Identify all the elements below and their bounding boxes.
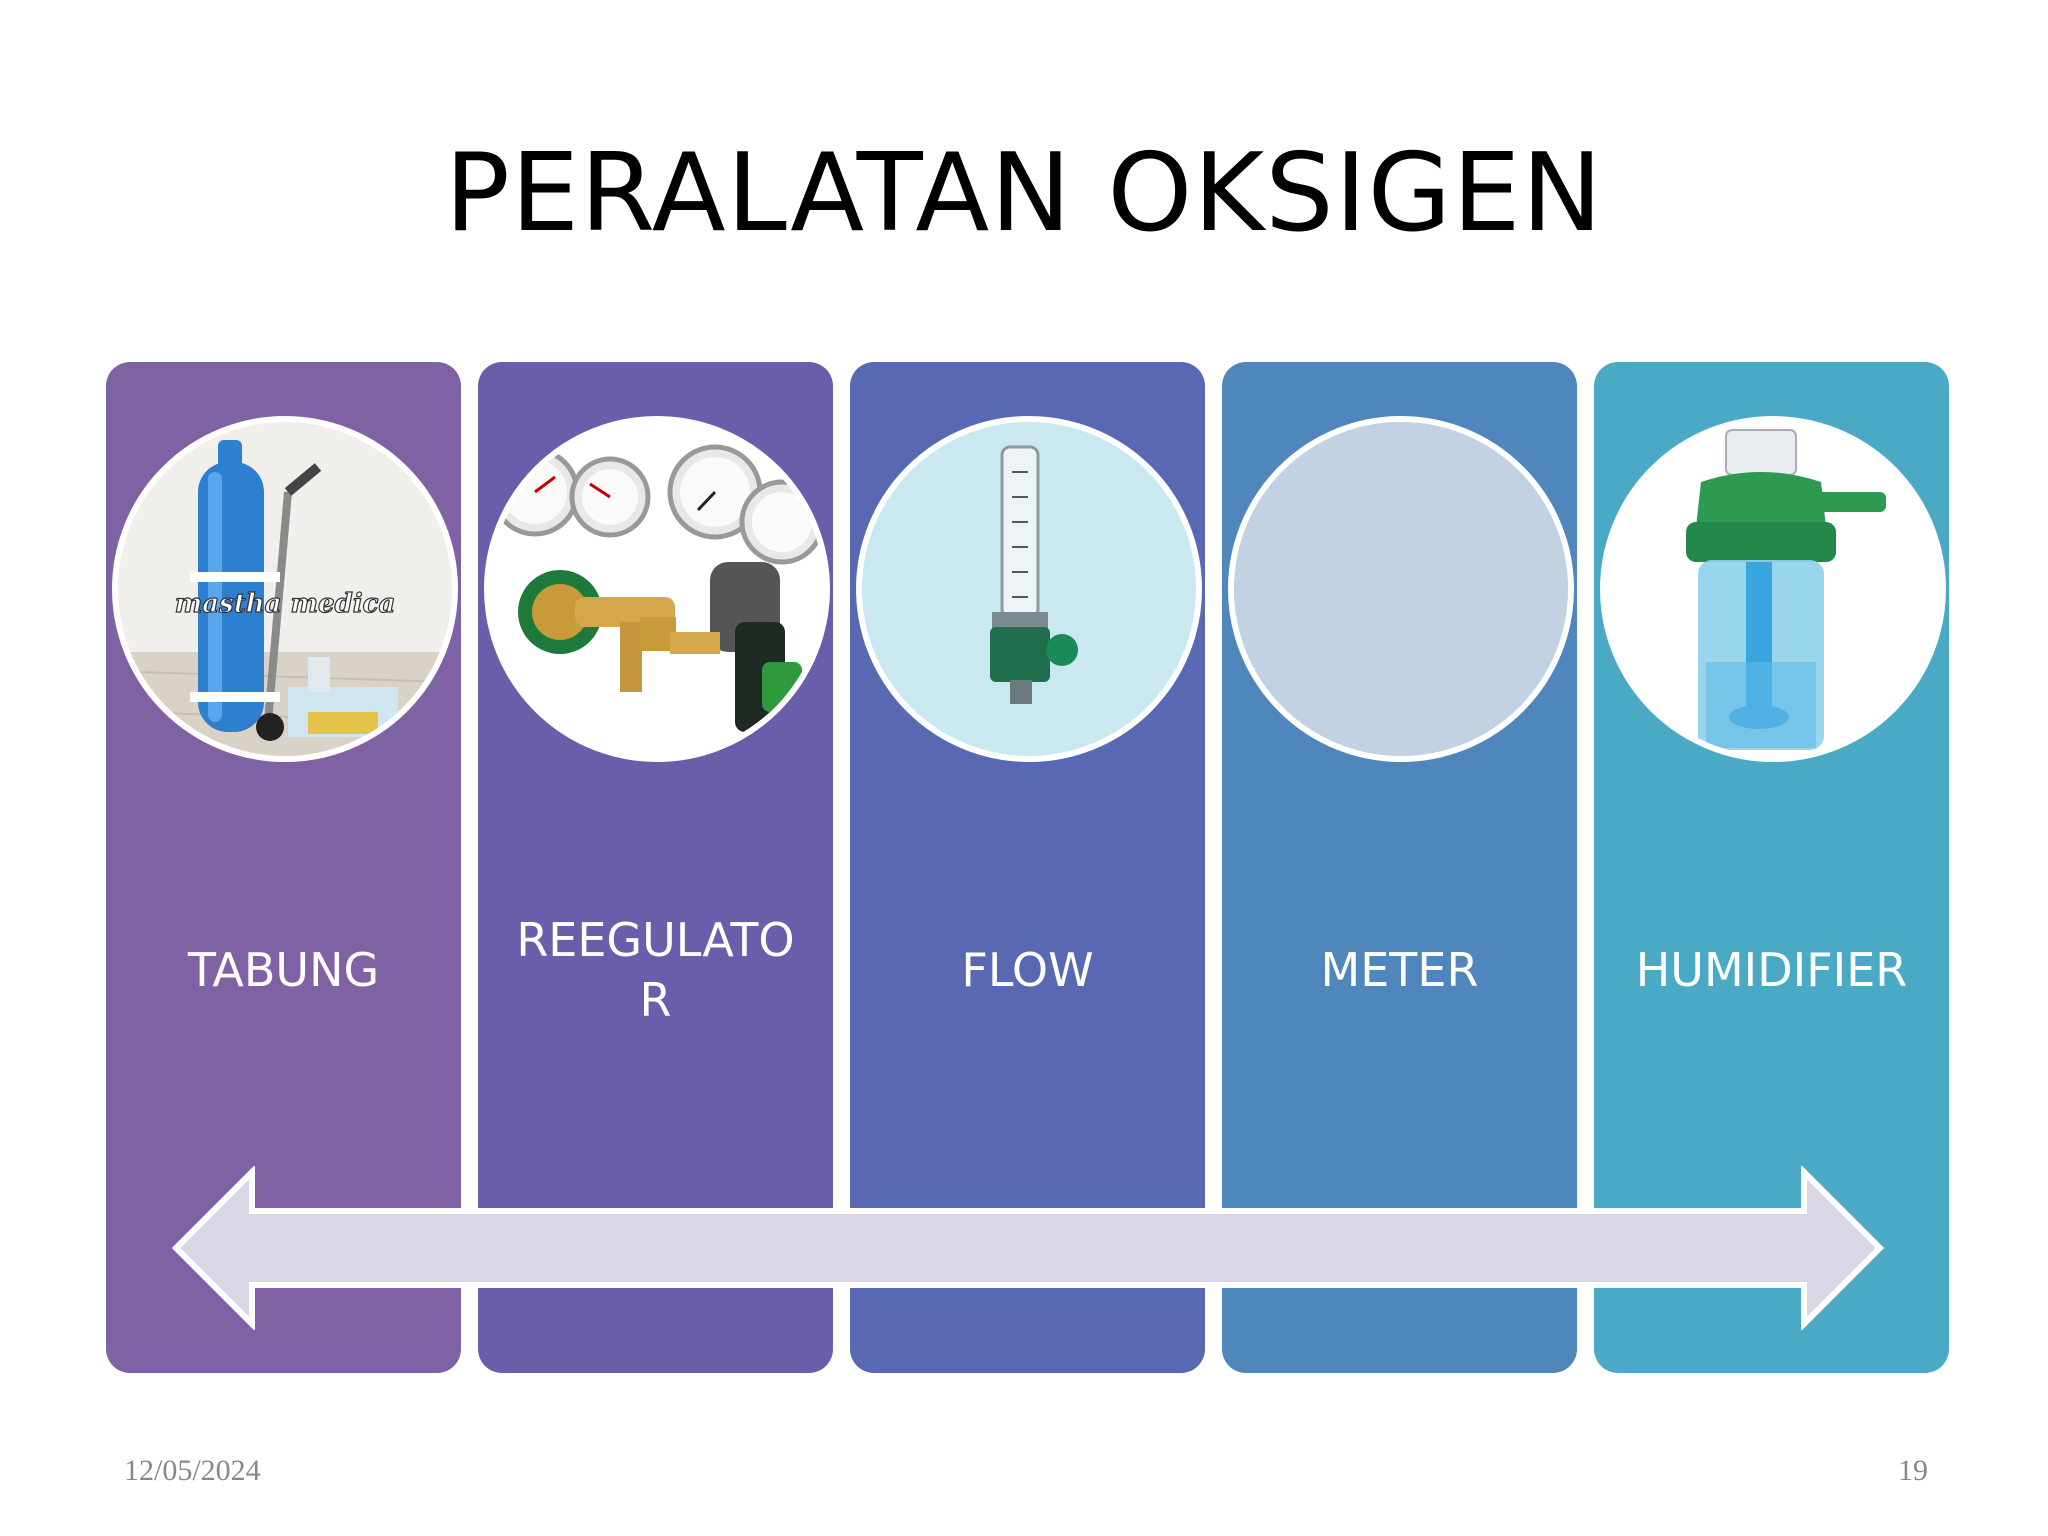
- watermark-text: mastha medica: [175, 589, 396, 619]
- column-label: FLOW: [850, 940, 1205, 1000]
- oxygen-tank-photo: mastha medica: [112, 416, 458, 762]
- column-flow: FLOW: [850, 362, 1205, 1373]
- meter-placeholder-circle: [1228, 416, 1574, 762]
- column-meter: METER: [1222, 362, 1577, 1373]
- label-line: TABUNG: [187, 943, 380, 997]
- empty-placeholder: [1234, 422, 1568, 756]
- column-tabung: mastha medica TABUNG: [106, 362, 461, 1373]
- double-headed-arrow-icon: [171, 1166, 1885, 1330]
- column-regulator: REEGULATO R: [478, 362, 833, 1373]
- slide-title: PERALATAN OKSIGEN: [444, 131, 1604, 256]
- flowmeter-icon: [862, 422, 1196, 756]
- label-line: FLOW: [961, 943, 1094, 997]
- label-line: HUMIDIFIER: [1635, 943, 1908, 997]
- label-line: METER: [1320, 943, 1479, 997]
- column-label: TABUNG: [106, 940, 461, 1000]
- flowmeter-photo: [856, 416, 1202, 762]
- label-line: R: [639, 973, 672, 1027]
- label-line: REEGULATO: [516, 913, 795, 967]
- humidifier-bottle-icon: [1606, 422, 1940, 756]
- column-label: HUMIDIFIER: [1594, 940, 1949, 1000]
- regulator-photo: [484, 416, 830, 762]
- oxygen-tank-icon: mastha medica: [118, 422, 452, 756]
- column-label: REEGULATO R: [478, 910, 833, 1030]
- slide-date: 12/05/2024: [124, 1454, 261, 1487]
- column-label: METER: [1222, 940, 1577, 1000]
- column-humidifier: HUMIDIFIER: [1594, 362, 1949, 1373]
- humidifier-photo: [1600, 416, 1946, 762]
- slide-page-number: 19: [1898, 1454, 1928, 1487]
- pressure-regulator-icon: [490, 422, 824, 756]
